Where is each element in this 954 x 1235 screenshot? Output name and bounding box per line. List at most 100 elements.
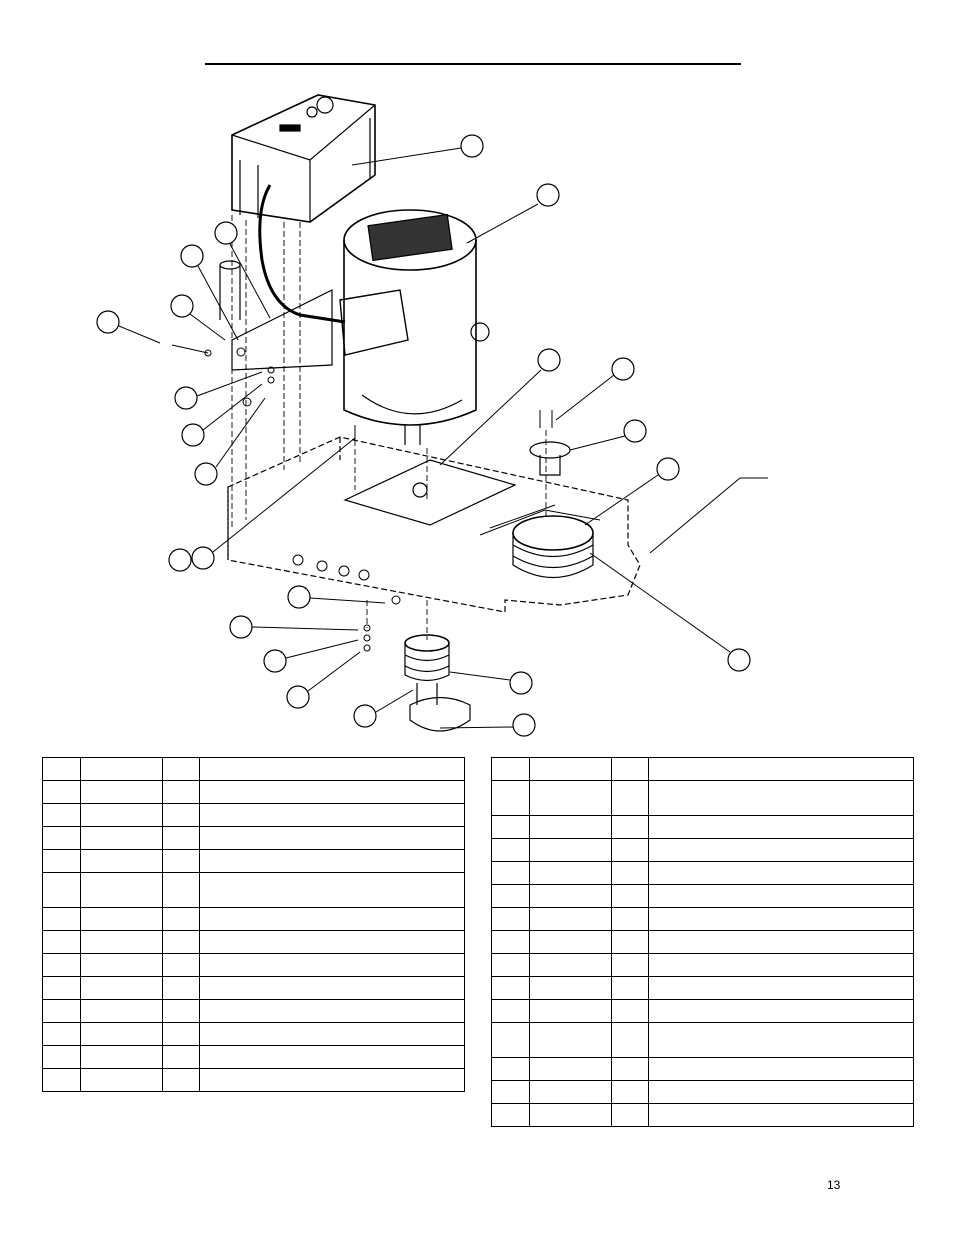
table-cell	[162, 1022, 200, 1046]
table-cell	[80, 1045, 163, 1069]
table-cell	[162, 849, 200, 873]
drive-pulley-lower	[404, 634, 471, 732]
table-cell	[648, 1080, 914, 1104]
table-cell	[42, 999, 81, 1023]
table-row	[491, 1080, 914, 1104]
table-cell	[529, 1103, 612, 1127]
base-plate-detail	[292, 504, 601, 581]
table-cell	[611, 780, 649, 816]
table-cell	[529, 1080, 612, 1104]
table-cell	[648, 884, 914, 908]
table-cell	[80, 930, 163, 954]
table-cell	[529, 999, 612, 1023]
table-cell	[529, 907, 612, 931]
table-cell	[529, 884, 612, 908]
table-cell	[491, 780, 530, 816]
table-cell	[491, 757, 530, 781]
table-cell	[491, 907, 530, 931]
table-cell	[199, 849, 465, 873]
table-cell	[199, 826, 465, 850]
table-cell	[611, 884, 649, 908]
table-row	[42, 757, 465, 781]
table-cell	[611, 976, 649, 1000]
table-row	[491, 907, 914, 931]
table-cell	[199, 953, 465, 977]
table-cell	[80, 953, 163, 977]
table-cell	[529, 976, 612, 1000]
table-cell	[529, 838, 612, 862]
table-cell	[80, 1022, 163, 1046]
table-cell	[491, 976, 530, 1000]
table-cell	[42, 803, 81, 827]
table-row	[42, 907, 465, 931]
table-cell	[611, 1022, 649, 1058]
table-cell	[162, 757, 200, 781]
table-cell	[491, 884, 530, 908]
base-plate	[227, 436, 641, 613]
table-cell	[648, 780, 914, 816]
table-cell	[42, 780, 81, 804]
bushing-upper	[529, 441, 571, 476]
table-cell	[529, 1022, 612, 1058]
table-cell	[199, 930, 465, 954]
table-cell	[648, 1103, 914, 1127]
table-cell	[42, 930, 81, 954]
table-cell	[162, 780, 200, 804]
table-cell	[491, 1103, 530, 1127]
table-row	[491, 1057, 914, 1081]
table-row	[491, 884, 914, 908]
title-rule	[205, 63, 741, 65]
table-row	[42, 849, 465, 873]
table-cell	[648, 861, 914, 885]
table-cell	[199, 780, 465, 804]
table-cell	[648, 930, 914, 954]
table-cell	[42, 953, 81, 977]
table-cell	[611, 815, 649, 839]
table-cell	[529, 1057, 612, 1081]
table-cell	[42, 826, 81, 850]
table-cell	[42, 849, 81, 873]
table-cell	[199, 907, 465, 931]
drive-pulley-upper	[512, 515, 594, 579]
table-row	[491, 1022, 914, 1058]
table-cell	[529, 815, 612, 839]
table-cell	[199, 999, 465, 1023]
table-row	[491, 838, 914, 862]
fasteners	[171, 344, 553, 652]
table-cell	[80, 1068, 163, 1092]
table-cell	[162, 1068, 200, 1092]
table-row	[42, 930, 465, 954]
table-cell	[199, 803, 465, 827]
table-cell	[648, 999, 914, 1023]
table-cell	[491, 953, 530, 977]
table-row	[42, 1045, 465, 1069]
table-cell	[529, 780, 612, 816]
table-cell	[529, 930, 612, 954]
table-cell	[42, 1068, 81, 1092]
table-cell	[611, 1057, 649, 1081]
table-cell	[199, 757, 465, 781]
table-cell	[529, 953, 612, 977]
table-cell	[491, 999, 530, 1023]
table-cell	[199, 1022, 465, 1046]
table-cell	[199, 1045, 465, 1069]
control-box-cable	[258, 184, 346, 324]
left-stand	[219, 260, 333, 371]
table-cell	[80, 757, 163, 781]
table-cell	[648, 1022, 914, 1058]
table-cell	[491, 838, 530, 862]
table-cell	[648, 838, 914, 862]
table-cell	[42, 1022, 81, 1046]
table-cell	[80, 826, 163, 850]
table-cell	[42, 757, 81, 781]
callout-bubbles	[96, 134, 751, 737]
table-cell	[491, 1057, 530, 1081]
table-cell	[491, 1080, 530, 1104]
exploded-assembly-diagram	[96, 94, 768, 737]
table-row	[42, 953, 465, 977]
table-cell	[199, 976, 465, 1000]
table-cell	[611, 907, 649, 931]
control-box	[231, 94, 376, 223]
table-row	[42, 1068, 465, 1092]
table-cell	[491, 1022, 530, 1058]
